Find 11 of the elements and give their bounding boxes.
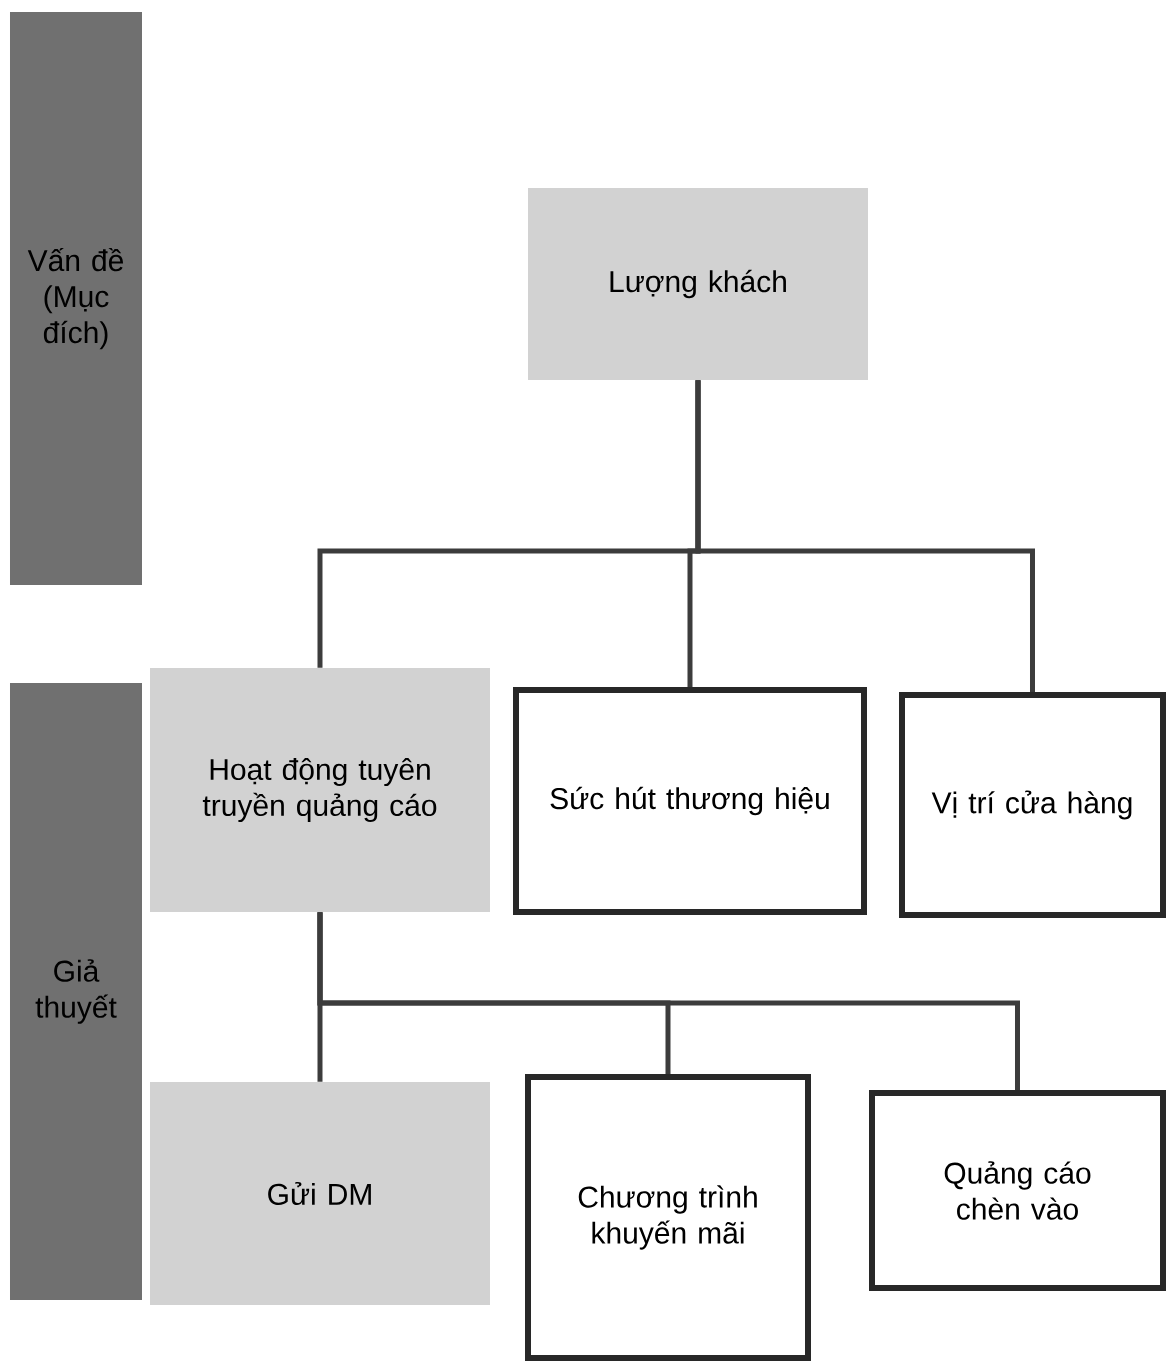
factor-box: Hoạt động tuyên truyền quảng cáo xyxy=(150,668,490,912)
connector-line xyxy=(317,912,1020,1090)
row-header-band: Giả thuyết xyxy=(10,683,142,1300)
factor-box: Vị trí cửa hàng xyxy=(899,692,1166,918)
factor-box: Chương trình khuyến mãi xyxy=(525,1074,811,1361)
factor-box: Quảng cáo chèn vào xyxy=(869,1090,1166,1291)
factor-box: Gửi DM xyxy=(150,1082,490,1305)
connector-line xyxy=(695,380,1035,692)
factor-box: Sức hút thương hiệu xyxy=(513,687,867,915)
row-header-band: Vấn đề (Mục đích) xyxy=(10,12,142,585)
factor-box: Lượng khách xyxy=(528,188,868,380)
